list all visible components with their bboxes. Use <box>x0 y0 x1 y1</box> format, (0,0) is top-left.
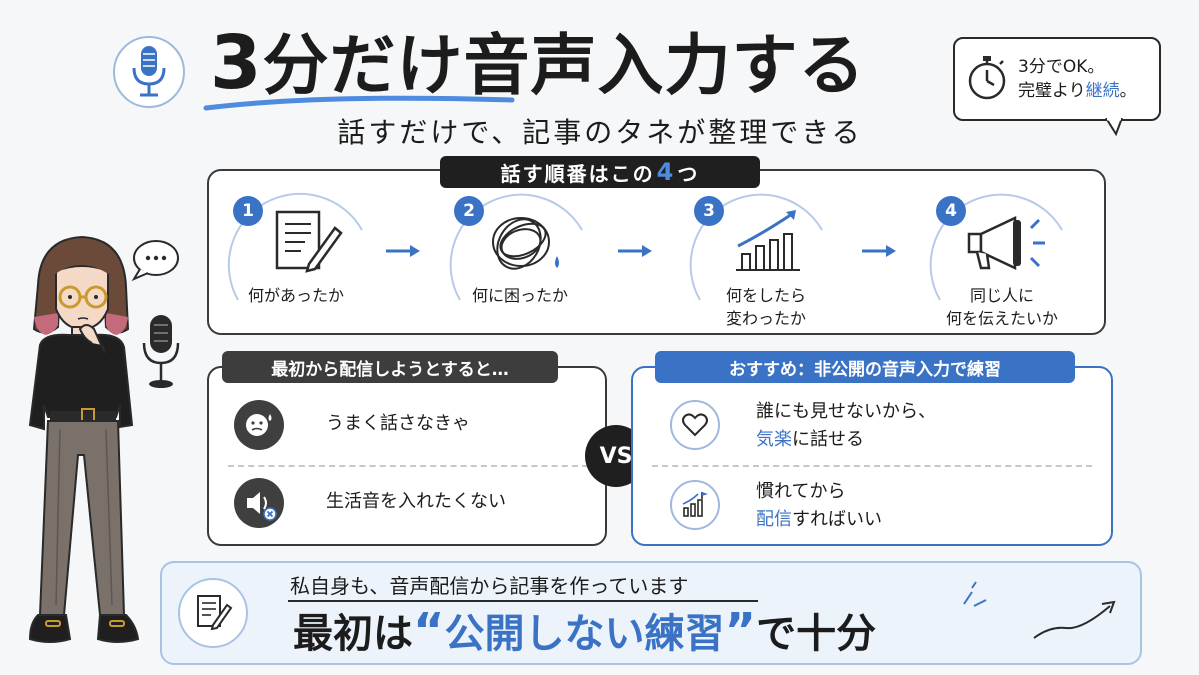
right-item-1-line-1: 誰にも見せないから、 <box>756 401 936 422</box>
note-bubble-tail <box>1105 118 1123 137</box>
heart-icon <box>670 400 720 450</box>
title-text: 分だけ音声入力する <box>262 27 866 104</box>
step-number-3: 3 <box>694 196 724 226</box>
banner-subtext-underline <box>288 600 758 602</box>
note-line-1: 3分でOK。 <box>1018 57 1105 77</box>
title-number: 3 <box>210 20 263 106</box>
step-number-1: 1 <box>233 196 263 226</box>
steps-label-count: 4 <box>656 158 676 186</box>
arrow-right-icon <box>860 243 900 259</box>
right-item-2-line-2: 配信すればいい <box>756 506 882 534</box>
speaker-muted-icon <box>234 478 284 528</box>
right-item-2: 慣れてから 配信すればいい <box>756 478 882 534</box>
note-line-2-suffix: 。 <box>1119 81 1137 101</box>
left-item-1: うまく話さなきゃ <box>326 413 470 434</box>
stand-microphone-icon <box>142 315 180 388</box>
trend-arrow-icon <box>1033 600 1116 639</box>
step-label-1: 何があったか <box>247 286 344 305</box>
document-pen-icon <box>197 595 233 631</box>
worried-face-icon <box>234 400 284 450</box>
bar-chart-icon <box>670 480 720 530</box>
right-item-2-highlight: 配信 <box>756 509 792 530</box>
title-underline <box>203 95 515 111</box>
banner-subtext: 私自身も、音声配信から記事を作っています <box>290 574 689 598</box>
banner-headline-suffix: で十分 <box>756 611 877 657</box>
right-item-2-rest: すればいい <box>792 509 882 530</box>
arrow-right-icon <box>616 243 656 259</box>
sparkle-lines-icon <box>963 581 987 607</box>
right-divider <box>652 465 1092 467</box>
banner-headline-prefix: 最初は <box>293 611 413 657</box>
note-text: 3分でOK。 完璧より継続。 <box>1018 55 1137 103</box>
page-subtitle: 話すだけで、記事のタネが整理できる <box>337 116 863 149</box>
note-highlight: 継続 <box>1085 81 1120 101</box>
step-number-2: 2 <box>454 196 484 226</box>
left-panel-label: 最初から配信しようとすると… <box>222 351 558 383</box>
right-panel-label: おすすめ：非公開の音声入力で練習 <box>655 351 1075 383</box>
microphone-icon <box>132 46 166 97</box>
banner-headline: 最初は“公開しない練習”で十分 <box>293 602 876 663</box>
stopwatch-icon <box>968 56 1006 100</box>
arrow-right-icon <box>384 243 424 259</box>
banner-close-quote: ” <box>724 603 757 659</box>
document-pen-icon <box>275 210 343 273</box>
growth-chart-icon <box>736 210 800 271</box>
right-item-1-line-2: 気楽に話せる <box>756 426 936 454</box>
page-title: 3分だけ音声入力する <box>210 22 940 107</box>
megaphone-icon <box>967 216 1045 270</box>
speech-bubble-icon <box>131 240 179 282</box>
step-label-2: 何に困ったか <box>471 286 568 305</box>
steps-label-prefix: 話す順番はこの <box>500 161 655 186</box>
step-arcs <box>227 192 1063 301</box>
steps-label-suffix: つ <box>677 161 700 186</box>
step-label-3: 何をしたら 変わったか <box>725 286 806 328</box>
step-label-4: 同じ人に 何を伝えたいか <box>945 286 1058 328</box>
mic-badge <box>113 36 185 108</box>
banner-open-quote: “ <box>413 603 445 659</box>
character-illustration <box>28 235 180 643</box>
right-item-1-rest: に話せる <box>792 429 864 450</box>
note-line-2: 完璧より継続。 <box>1018 79 1137 103</box>
right-item-1-highlight: 気楽 <box>756 429 792 450</box>
bottom-banner <box>160 561 1142 665</box>
note-line-2-prefix: 完璧より <box>1018 81 1086 101</box>
banner-headline-highlight: 公開しない練習 <box>444 611 725 657</box>
right-item-2-line-1: 慣れてから <box>756 481 846 502</box>
left-divider <box>228 465 588 467</box>
right-item-1: 誰にも見せないから、 気楽に話せる <box>756 398 936 454</box>
banner-icon-badge <box>178 578 248 648</box>
step-number-4: 4 <box>936 196 966 226</box>
tangle-icon <box>492 217 559 270</box>
left-item-2: 生活音を入れたくない <box>326 491 506 512</box>
